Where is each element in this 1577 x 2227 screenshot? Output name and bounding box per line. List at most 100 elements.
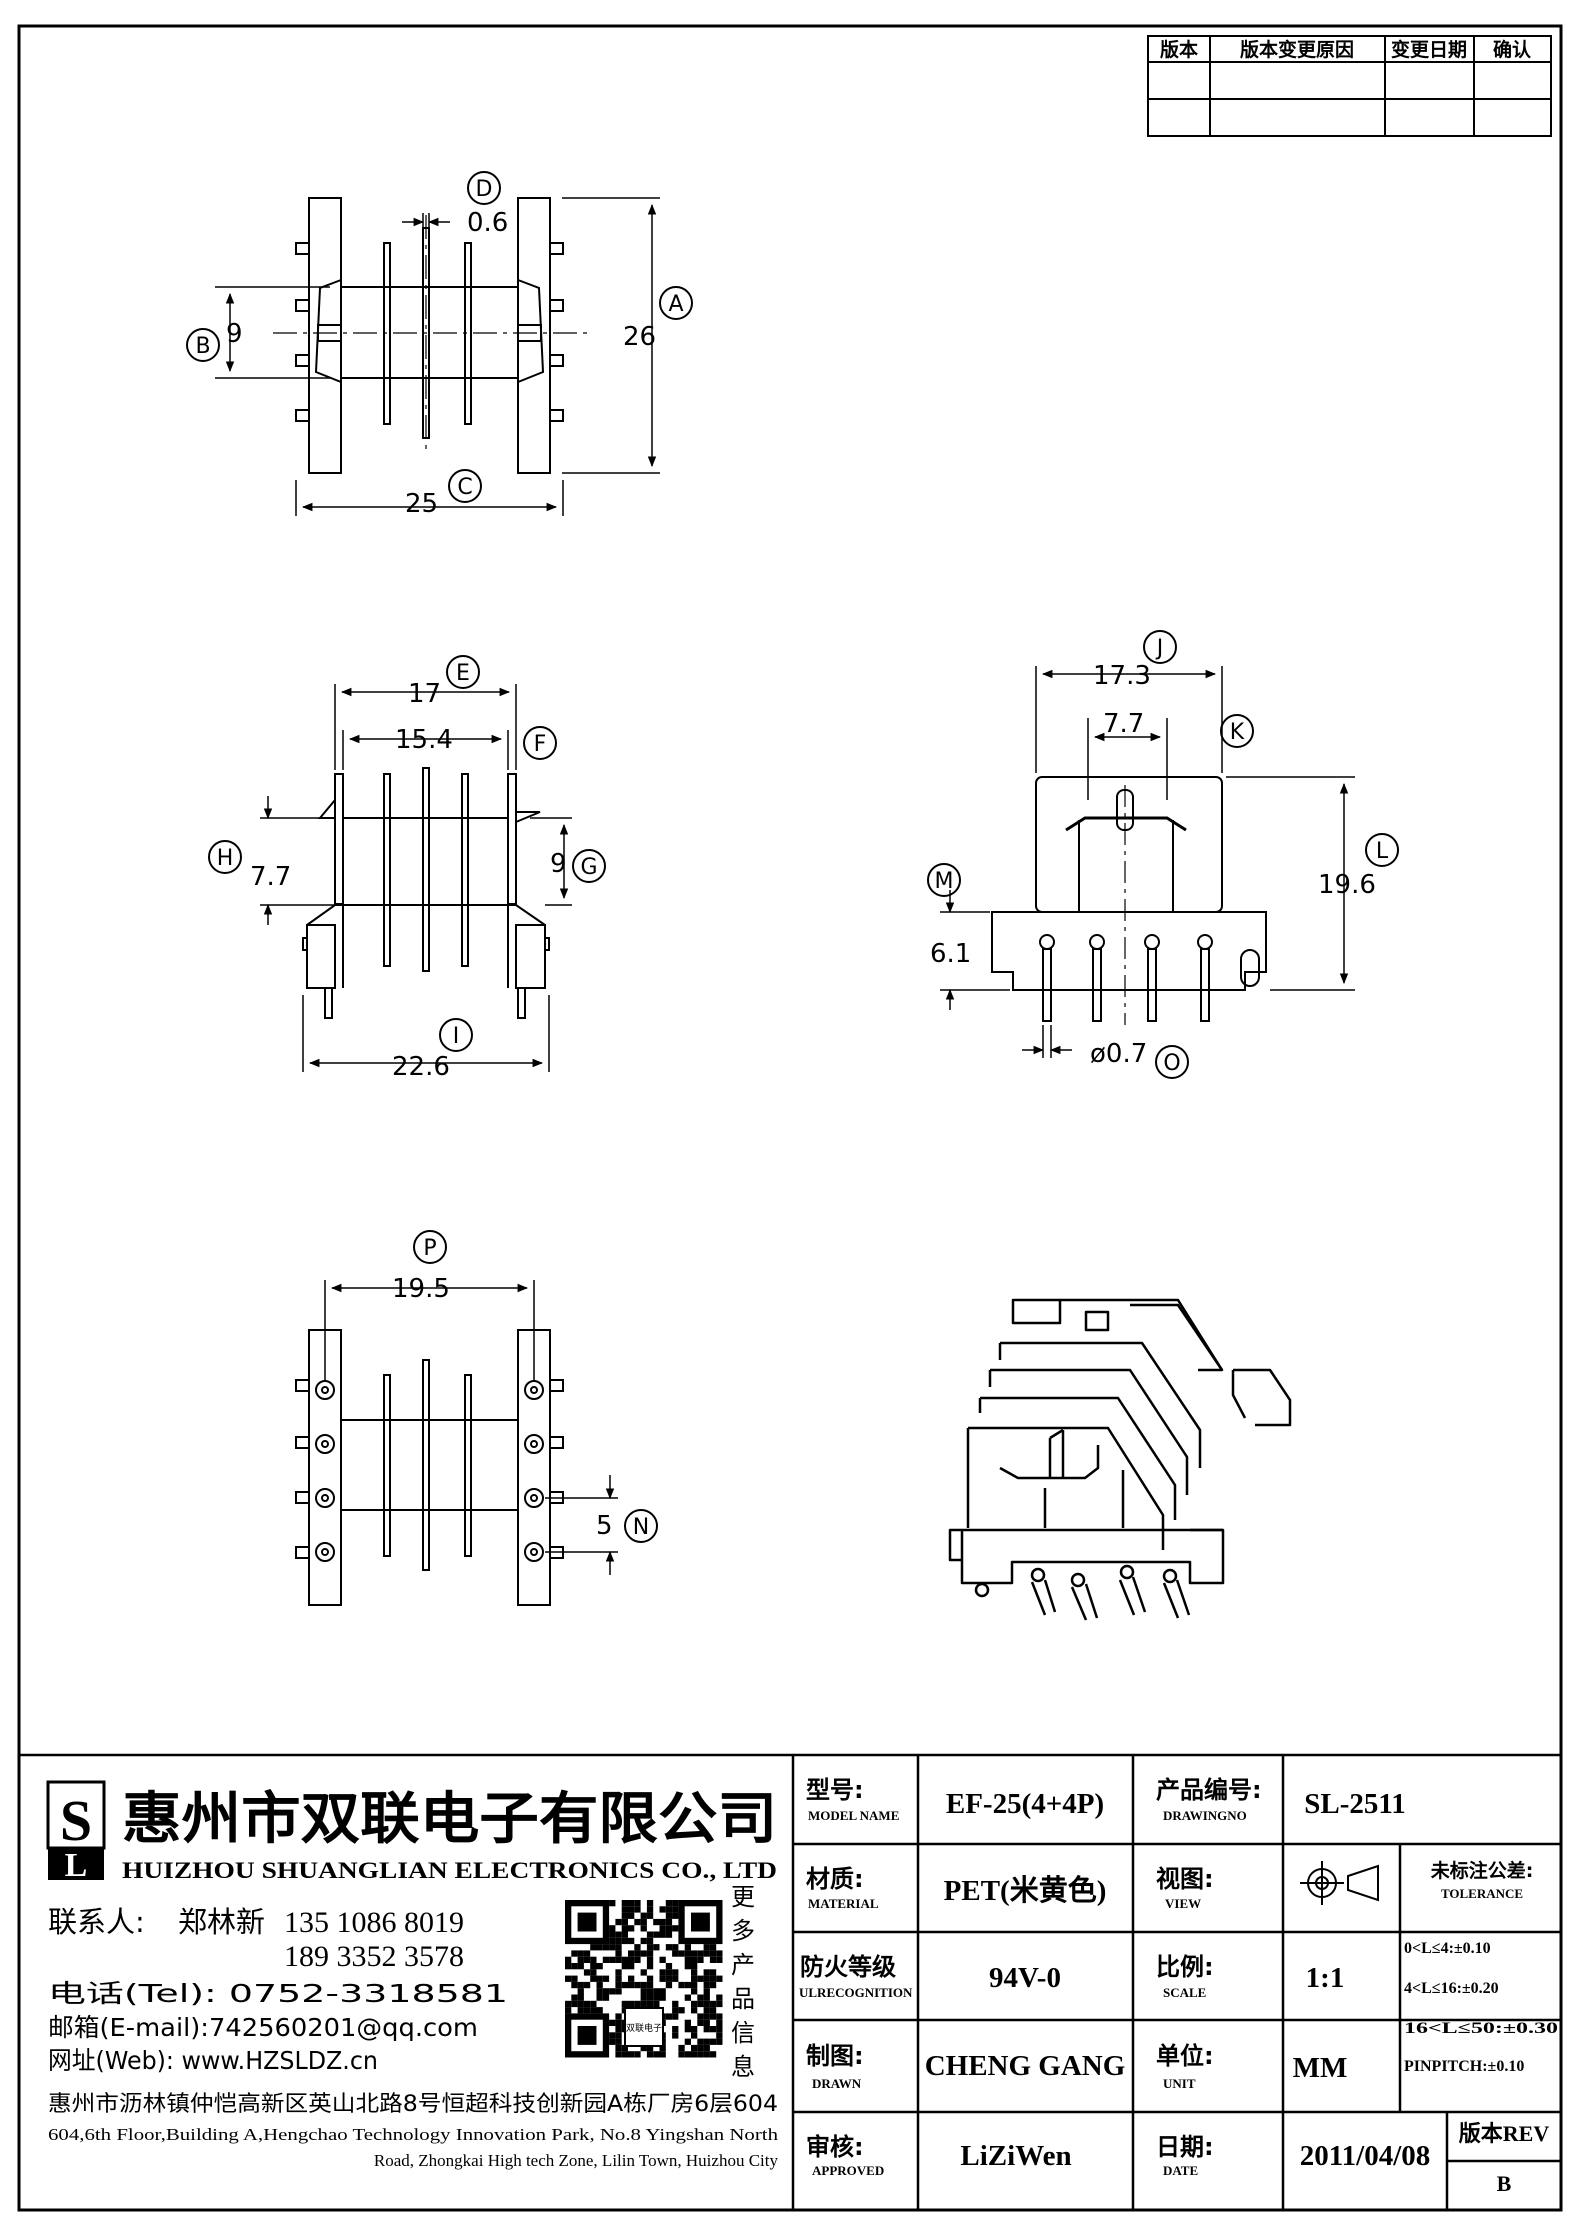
dim-value-J: 17.3 — [1093, 661, 1151, 691]
value-flame: 94V-0 — [989, 1962, 1061, 1994]
dim-value-P: 19.5 — [392, 1274, 450, 1304]
balloon-E: E — [446, 655, 480, 689]
balloon-J: J — [1143, 630, 1177, 664]
balloon-M: M — [927, 863, 961, 897]
front-view-dims — [940, 666, 1355, 1058]
contact-phone-2: 189 3352 3578 — [284, 1940, 464, 1973]
label-date-en: DATE — [1163, 2163, 1198, 2178]
company-logo: S L — [46, 1780, 106, 1884]
svg-text:E: E — [456, 661, 470, 686]
rev-header-reason: 版本变更原因 — [1240, 38, 1354, 61]
contact-label: 联系人: — [48, 1905, 145, 1939]
label-view-en: VIEW — [1165, 1896, 1201, 1911]
svg-text:K: K — [1230, 720, 1245, 745]
label-tolerance: 未标注公差: — [1430, 1859, 1534, 1882]
value-drawing-no: SL-2511 — [1304, 1788, 1406, 1820]
balloon-N: N — [624, 1509, 658, 1543]
value-approved: LiZiWen — [960, 2140, 1071, 2172]
company-website: 网址(Web): www.HZSLDZ.cn — [48, 2046, 378, 2075]
third-angle-projection-icon — [1300, 1861, 1379, 1905]
company-email: 邮箱(E-mail):742560201@qq.com — [48, 2013, 478, 2042]
svg-text:品: 品 — [731, 1985, 755, 2013]
label-approved-en: APPROVED — [812, 2163, 884, 2178]
dim-value-M: 6.1 — [930, 939, 971, 969]
svg-text:C: C — [457, 475, 472, 500]
company-name-en: HUIZHOU SHUANGLIAN ELECTRONICS CO., LTD — [122, 1858, 777, 1883]
svg-text:J: J — [1155, 636, 1164, 661]
dim-value-H: 7.7 — [250, 862, 291, 892]
revision-table — [1147, 35, 1552, 137]
tolerance-row-1: 0<L≤4:±0.10 — [1404, 1940, 1491, 1957]
bottom-view-dims — [324, 1280, 618, 1575]
svg-text:L: L — [1376, 839, 1389, 864]
value-date: 2011/04/08 — [1300, 2140, 1431, 2172]
value-model: EF-25(4+4P) — [946, 1788, 1104, 1820]
svg-text:G: G — [580, 855, 597, 880]
label-view: 视图: — [1156, 1865, 1214, 1893]
label-rev: 版本REV — [1459, 2121, 1550, 2146]
qr-code: 双联电子 — [565, 1900, 723, 2058]
balloon-B: B — [186, 328, 220, 362]
label-date: 日期: — [1156, 2133, 1214, 2161]
isometric-view — [948, 1298, 1292, 1621]
side-view-dims — [260, 684, 572, 1072]
svg-text:L: L — [65, 1847, 88, 1884]
contact-name: 郑林新 — [178, 1905, 265, 1939]
value-drawn: CHENG GANG — [925, 2050, 1126, 2082]
dim-value-E: 17 — [408, 679, 441, 709]
svg-text:S: S — [60, 1788, 92, 1853]
balloon-O: O — [1155, 1045, 1189, 1079]
qr-side-text: 更 多 产 品 信 息 — [731, 1883, 755, 2081]
dim-value-A: 26 — [623, 322, 656, 352]
tolerance-row-2: 4<L≤16:±0.20 — [1404, 1980, 1499, 1997]
company-address-en-1: 604,6th Floor,Building A,Hengchao Techno… — [48, 2125, 779, 2144]
dim-value-O: ø0.7 — [1090, 1039, 1147, 1069]
dim-value-B: 9 — [226, 319, 243, 349]
label-material: 材质: — [806, 1865, 864, 1893]
svg-text:产: 产 — [731, 1951, 755, 1979]
balloon-H: H — [208, 840, 242, 874]
company-tel: 电话(Tel): 0752-3318581 — [48, 1979, 508, 2008]
label-drawn-en: DRAWN — [812, 2076, 862, 2091]
dim-value-G: 9 — [550, 849, 567, 879]
svg-text:H: H — [217, 846, 234, 871]
sheet-border — [17, 24, 1563, 2212]
label-scale: 比例: — [1156, 1953, 1214, 1981]
label-unit: 单位: — [1156, 2042, 1214, 2070]
dim-value-N: 5 — [596, 1511, 613, 1541]
label-drawing-no-en: DRAWINGNO — [1163, 1808, 1247, 1823]
dim-value-F: 15.4 — [395, 725, 453, 755]
tolerance-row-3: 16<L≤50:±0.30 — [1404, 2020, 1558, 2037]
side-view — [302, 767, 550, 1019]
company-address-en-2: Road, Zhongkai High tech Zone, Lilin Tow… — [374, 2151, 779, 2170]
svg-text:信: 信 — [731, 2019, 755, 2047]
rev-header-version: 版本 — [1160, 38, 1198, 61]
label-drawn: 制图: — [806, 2042, 864, 2070]
label-material-en: MATERIAL — [808, 1896, 879, 1911]
svg-text:双联电子: 双联电子 — [626, 2022, 662, 2034]
rev-header-date: 变更日期 — [1391, 38, 1467, 61]
svg-text:B: B — [195, 334, 210, 359]
title-block-grid — [19, 1753, 1561, 2210]
top-view — [273, 197, 588, 474]
company-address-cn: 惠州市沥林镇仲恺高新区英山北路8号恒超科技创新园A栋厂房6层604 — [48, 2092, 778, 2117]
svg-text:A: A — [668, 292, 683, 317]
svg-text:息: 息 — [731, 2053, 755, 2081]
dim-value-C: 25 — [405, 489, 438, 519]
balloon-P: P — [413, 1230, 447, 1264]
value-material: PET(米黄色) — [944, 1873, 1107, 1907]
svg-text:D: D — [476, 177, 493, 202]
dim-value-K: 7.7 — [1103, 709, 1144, 739]
rev-header-confirm: 确认 — [1493, 38, 1531, 61]
label-tolerance-en: TOLERANCE — [1441, 1886, 1523, 1901]
svg-text:更: 更 — [731, 1883, 755, 1911]
balloon-K: K — [1220, 714, 1254, 748]
label-model-en: MODEL NAME — [808, 1808, 899, 1823]
top-view-dims — [215, 197, 660, 516]
balloon-L: L — [1365, 833, 1399, 867]
bottom-view — [295, 1329, 564, 1606]
svg-text:O: O — [1163, 1051, 1180, 1076]
value-unit: MM — [1293, 2052, 1348, 2084]
label-scale-en: SCALE — [1163, 1985, 1206, 2000]
tolerance-row-4: PINPITCH:±0.10 — [1404, 2058, 1524, 2075]
